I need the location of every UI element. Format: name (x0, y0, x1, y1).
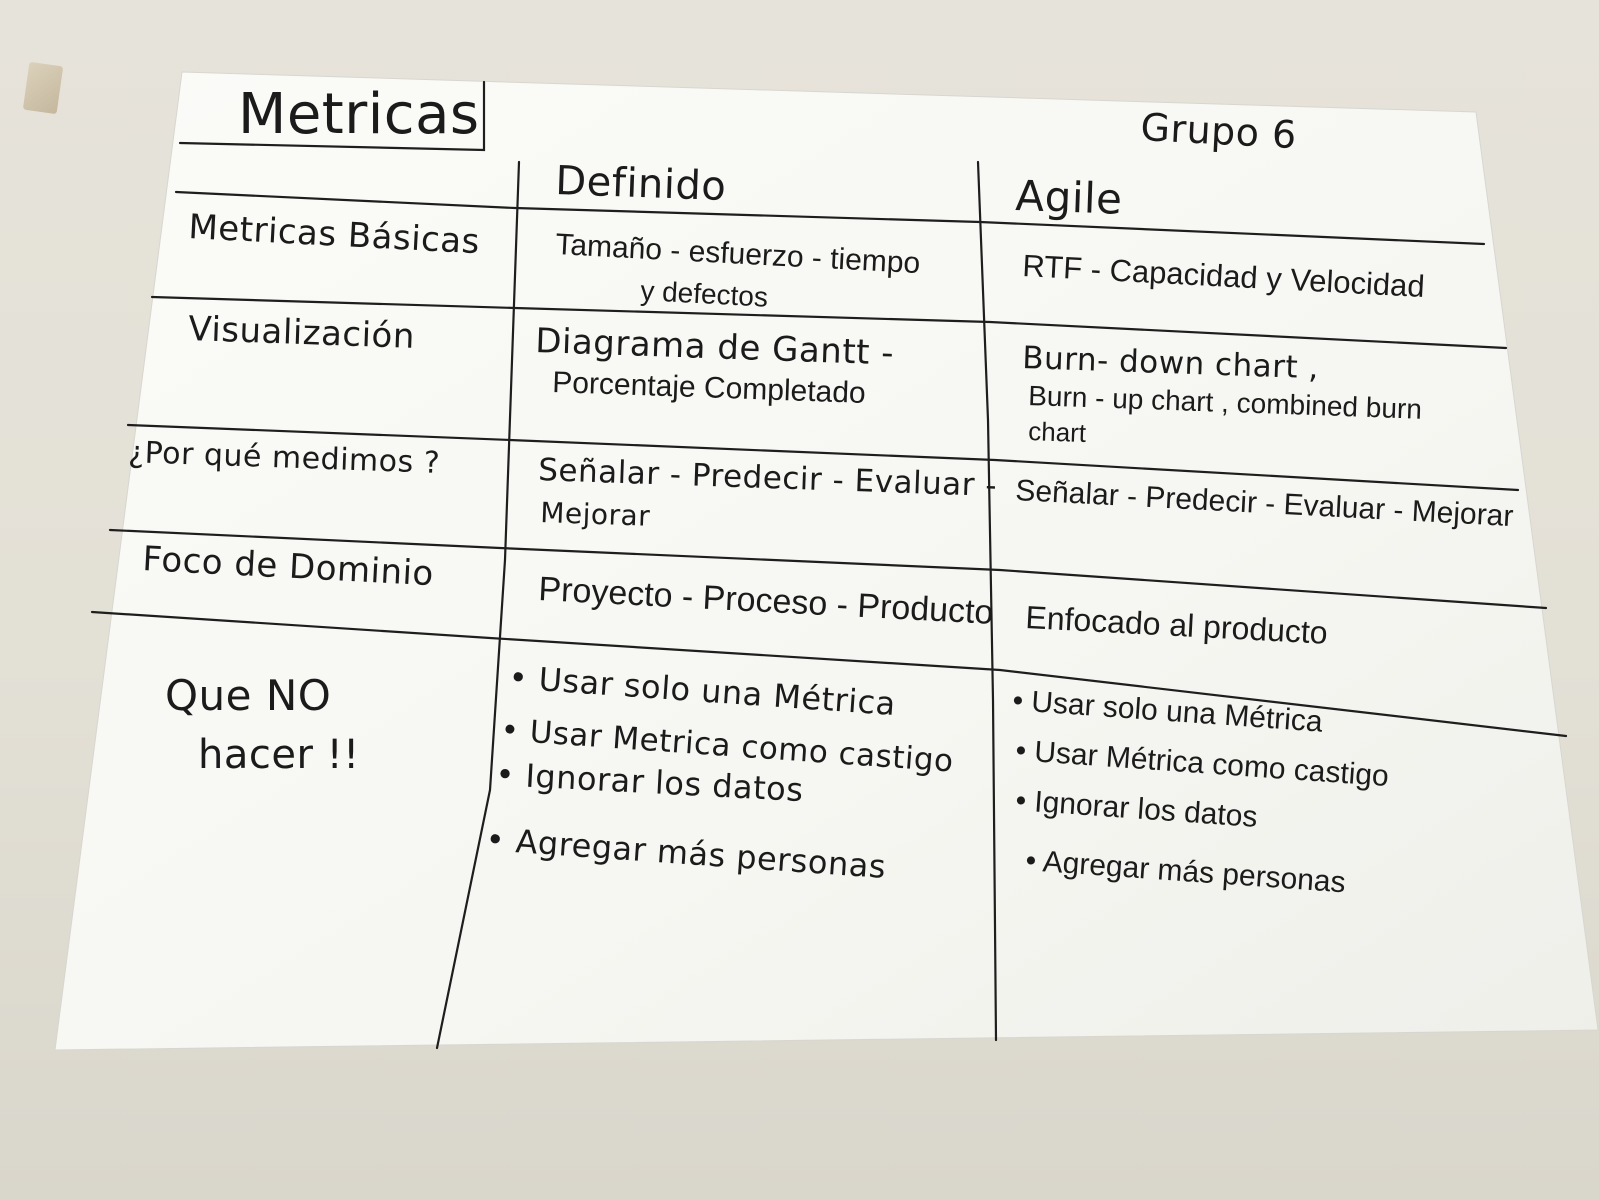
header-divider (174, 190, 1486, 246)
column-divider-2 (976, 160, 998, 1042)
column-header-defined: Definido (555, 158, 727, 210)
row-label-dont-line2: hacer !! (198, 732, 360, 778)
column-header-agile: Agile (1015, 171, 1124, 224)
why-defined-line2: Mejorar (540, 496, 651, 533)
group-label: Grupo 6 (1140, 105, 1298, 157)
row-divider-3 (108, 528, 1548, 610)
title-box-line (178, 80, 486, 152)
paper (54, 71, 1599, 1051)
basic-defined-line2: y defectos (640, 275, 769, 313)
page-title: Metricas (238, 82, 480, 147)
row-label-visualization: Visualización (188, 309, 416, 357)
row-divider-4 (90, 610, 1568, 738)
visual-agile-line3: chart (1028, 416, 1088, 448)
row-divider-2 (126, 423, 1520, 492)
row-divider-1 (150, 295, 1508, 350)
row-label-dont-line1: Que NO (165, 671, 331, 720)
column-divider-1 (435, 160, 521, 1050)
